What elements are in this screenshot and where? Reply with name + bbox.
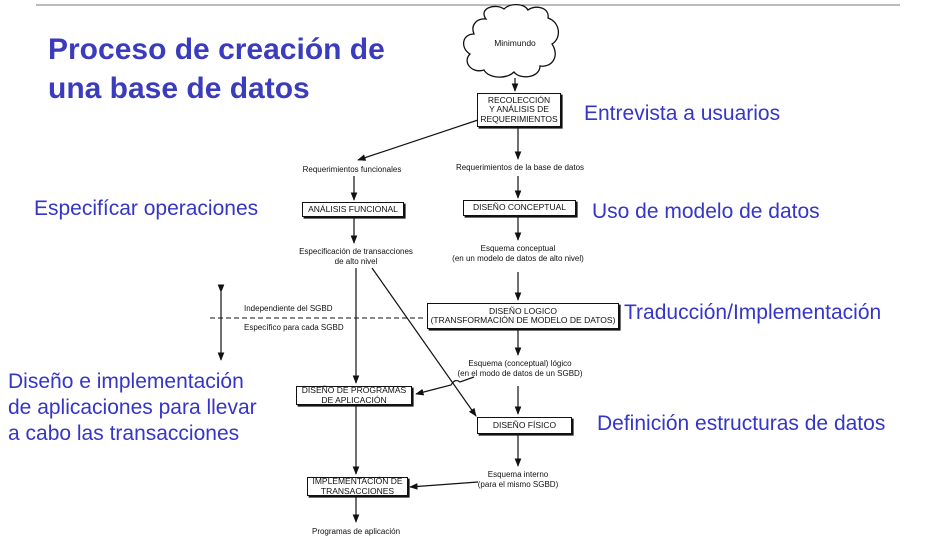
slide-title: Proceso de creación de una base de datos: [48, 33, 385, 105]
note-entrevista: Entrevista a usuarios: [584, 102, 781, 125]
note-uso-modelo: Uso de modelo de datos: [592, 200, 820, 223]
note-definicion: Definición estructuras de datos: [597, 412, 886, 435]
box-implementacion: IMPLEMENTACIÓN DE TRANSACCIONES: [307, 476, 408, 496]
label-independiente: Independiente del SGBD: [244, 304, 333, 313]
note-diseno-aplicaciones: Diseño e implementación de aplicaciones …: [8, 370, 257, 445]
box-diseno-logico: DISEÑO LOGICO (TRANSFORMACIÓN DE MODELO …: [427, 303, 619, 329]
box-diseno-fisico: DISEÑO FÍSICO: [477, 417, 572, 434]
box-analisis-funcional: ANÁLISIS FUNCIONAL: [302, 202, 404, 217]
label-esquema-conceptual: Esquema conceptual (en un modelo de dato…: [452, 244, 584, 263]
arrow-esquema-interno-implementacion: [409, 481, 479, 490]
arrow-esquema-logico-diseno-programas: [415, 376, 475, 396]
label-req-funcionales: Requerimientos funcionales: [302, 165, 402, 174]
arrow-recoleccion-req-funcionales: [357, 119, 479, 161]
minimundo-label: Minimundo: [494, 38, 536, 48]
label-req-bd: Requerimientos de la base de datos: [455, 163, 585, 172]
note-especificar: Especifícar operaciones: [34, 197, 259, 220]
box-diseno-conceptual: DISEÑO CONCEPTUAL: [463, 200, 576, 216]
label-esquema-logico: Esquema (conceptual) lógico (en el modo …: [457, 359, 583, 378]
minimundo-cloud-shape: [463, 3, 559, 78]
label-especifico: Específico para cada SGBD: [244, 323, 344, 332]
label-esquema-interno: Esquema interno (para el mismo SGBD): [477, 470, 559, 489]
box-recoleccion: RECOLECCIÓN Y ANÁLISIS DE REQUERIMIENTOS: [477, 93, 561, 127]
label-especificacion: Especificación de transacciones de alto …: [299, 247, 413, 266]
box-diseno-programas: DISEÑO DE PROGRAMAS DE APLICACIÓN: [296, 385, 412, 405]
label-programas: Programas de aplicación: [311, 527, 401, 536]
note-traduccion: Traducción/Implementación: [624, 301, 882, 324]
arrow-especificacion-diseno-fisico: [371, 267, 477, 417]
